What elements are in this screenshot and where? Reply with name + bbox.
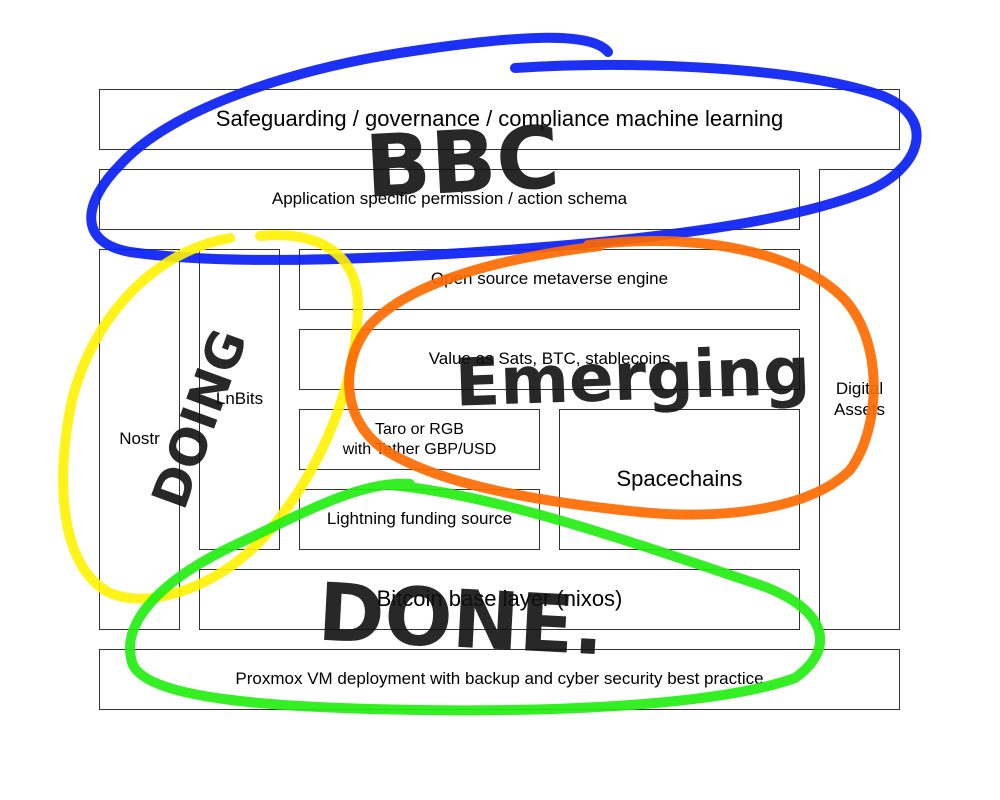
proxmox-deployment-layer: Proxmox VM deployment with backup and cy… (99, 649, 900, 710)
taro-rgb-label: Taro or RGB with Tether GBP/USD (342, 421, 497, 458)
nostr-label: Nostr (119, 429, 160, 449)
value-label: Value as Sats, BTC, stablecoins (428, 349, 671, 369)
lnbits-column: LnBits (199, 249, 280, 550)
bitcoin-base-layer-label: Bitcoin base layer (nixos) (376, 586, 623, 612)
bitcoin-base-layer-box: Bitcoin base layer (nixos) (199, 569, 800, 630)
safeguarding-label: Safeguarding / governance / compliance m… (215, 106, 784, 132)
lnbits-label: LnBits (215, 389, 264, 409)
permission-schema-layer: Application specific permission / action… (99, 169, 800, 230)
metaverse-engine-label: Open source metaverse engine (430, 269, 669, 289)
spacechains-box: Spacechains (559, 409, 800, 550)
permission-schema-label: Application specific permission / action… (271, 189, 628, 209)
metaverse-engine-box: Open source metaverse engine (299, 249, 800, 310)
lightning-funding-box: Lightning funding source (299, 489, 540, 550)
lightning-funding-label: Lightning funding source (326, 509, 513, 529)
nostr-column: Nostr (99, 249, 180, 630)
proxmox-deployment-label: Proxmox VM deployment with backup and cy… (235, 669, 764, 689)
safeguarding-layer: Safeguarding / governance / compliance m… (99, 89, 900, 150)
spacechains-label: Spacechains (616, 466, 743, 492)
digital-assets-column: Digital Assets (819, 169, 900, 630)
taro-rgb-box: Taro or RGB with Tether GBP/USD (299, 409, 540, 470)
digital-assets-label: Digital Assets (833, 379, 886, 419)
value-box: Value as Sats, BTC, stablecoins (299, 329, 800, 390)
